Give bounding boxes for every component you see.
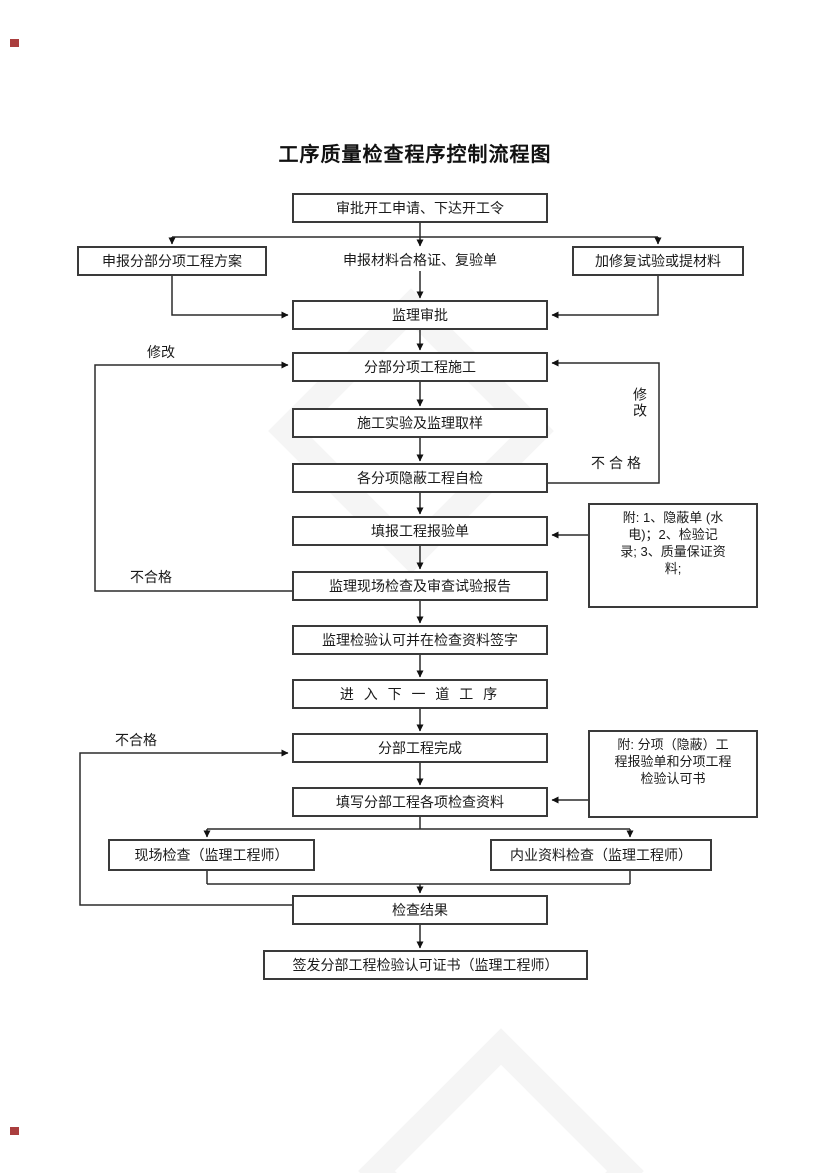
node-test-sampling: 施工实验及监理取样 — [292, 408, 548, 438]
red-mark — [10, 39, 19, 47]
attachment-division-docs: 附: 分项（隐蔽）工 程报验单和分项工程 检验认可书 — [588, 730, 758, 818]
node-inspection-result: 检查结果 — [292, 895, 548, 925]
node-self-check: 各分项隐蔽工程自检 — [292, 463, 548, 493]
edge-label-fail-right: 不合格 — [591, 455, 645, 471]
node-supervisor-approve: 监理审批 — [292, 300, 548, 330]
node-document-inspection: 内业资料检查（监理工程师） — [490, 839, 712, 871]
node-site-inspection: 现场检查（监理工程师） — [108, 839, 315, 871]
node-sign-approval: 监理检验认可并在检查资料签字 — [292, 625, 548, 655]
node-repair-test: 加修复试验或提材料 — [572, 246, 744, 276]
node-issue-certificate: 签发分部工程检验认可证书（监理工程师） — [263, 950, 588, 980]
node-site-check-report: 监理现场检查及审查试验报告 — [292, 571, 548, 601]
edge-label-fail-left-upper: 不合格 — [130, 569, 172, 585]
edge-label-modify-left: 修改 — [147, 344, 175, 360]
attachment-hidden-docs: 附: 1、隐蔽单 (水 电)；2、检验记 录; 3、质量保证资 料; — [588, 503, 758, 608]
node-construction: 分部分项工程施工 — [292, 352, 548, 382]
node-declare-plan: 申报分部分项工程方案 — [77, 246, 267, 276]
node-fill-inspection-form: 填报工程报验单 — [292, 516, 548, 546]
edge-label-fail-left-lower: 不合格 — [115, 732, 157, 748]
page-title: 工序质量检查程序控制流程图 — [278, 144, 552, 166]
node-division-complete: 分部工程完成 — [292, 733, 548, 763]
red-mark — [10, 1127, 19, 1135]
node-next-process: 进 入 下 一 道 工 序 — [292, 679, 548, 709]
node-fill-division-docs: 填写分部工程各项检查资料 — [292, 787, 548, 817]
node-declare-materials: 申报材料合格证、复验单 — [343, 252, 497, 268]
watermark — [358, 1028, 644, 1173]
node-approve-start: 审批开工申请、下达开工令 — [292, 193, 548, 223]
edge-label-modify-right: 修改 — [632, 387, 648, 419]
